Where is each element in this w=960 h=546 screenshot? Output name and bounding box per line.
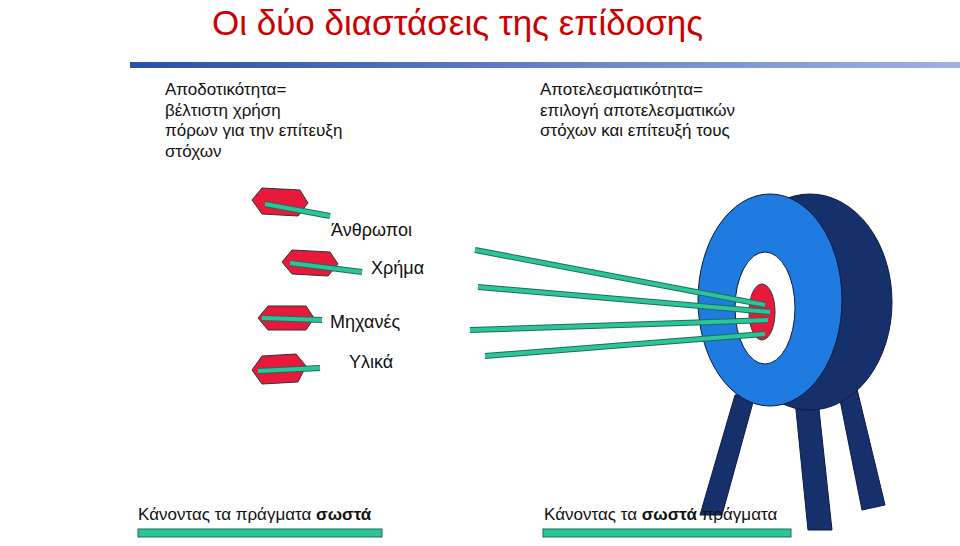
caption-text: Κάνοντας τα σωστά πράγματα: [544, 505, 777, 525]
slide-title: Οι δύο διαστάσεις της επίδοσης: [212, 2, 703, 44]
resource-label: Υλικά: [349, 352, 393, 374]
resource-label: Άνθρωποι: [331, 220, 412, 242]
resource-label: Μηχανές: [330, 312, 400, 334]
resource-label: Χρήμα: [371, 258, 424, 280]
target: [698, 194, 892, 530]
definition-text: Αποτελεσματικότητα= επιλογή αποτελεσματι…: [540, 80, 735, 142]
header-band: [130, 62, 960, 68]
arrows-effectiveness: [470, 250, 770, 356]
arrows-efficiency: [252, 188, 362, 384]
caption-text: Κάνοντας τα πράγματα σωστά: [138, 505, 371, 525]
caption-bar: [543, 529, 791, 537]
definition-text: Αποδοτικότητα= βέλτιστη χρήση πόρων για …: [165, 80, 342, 163]
caption-bar: [138, 529, 382, 537]
